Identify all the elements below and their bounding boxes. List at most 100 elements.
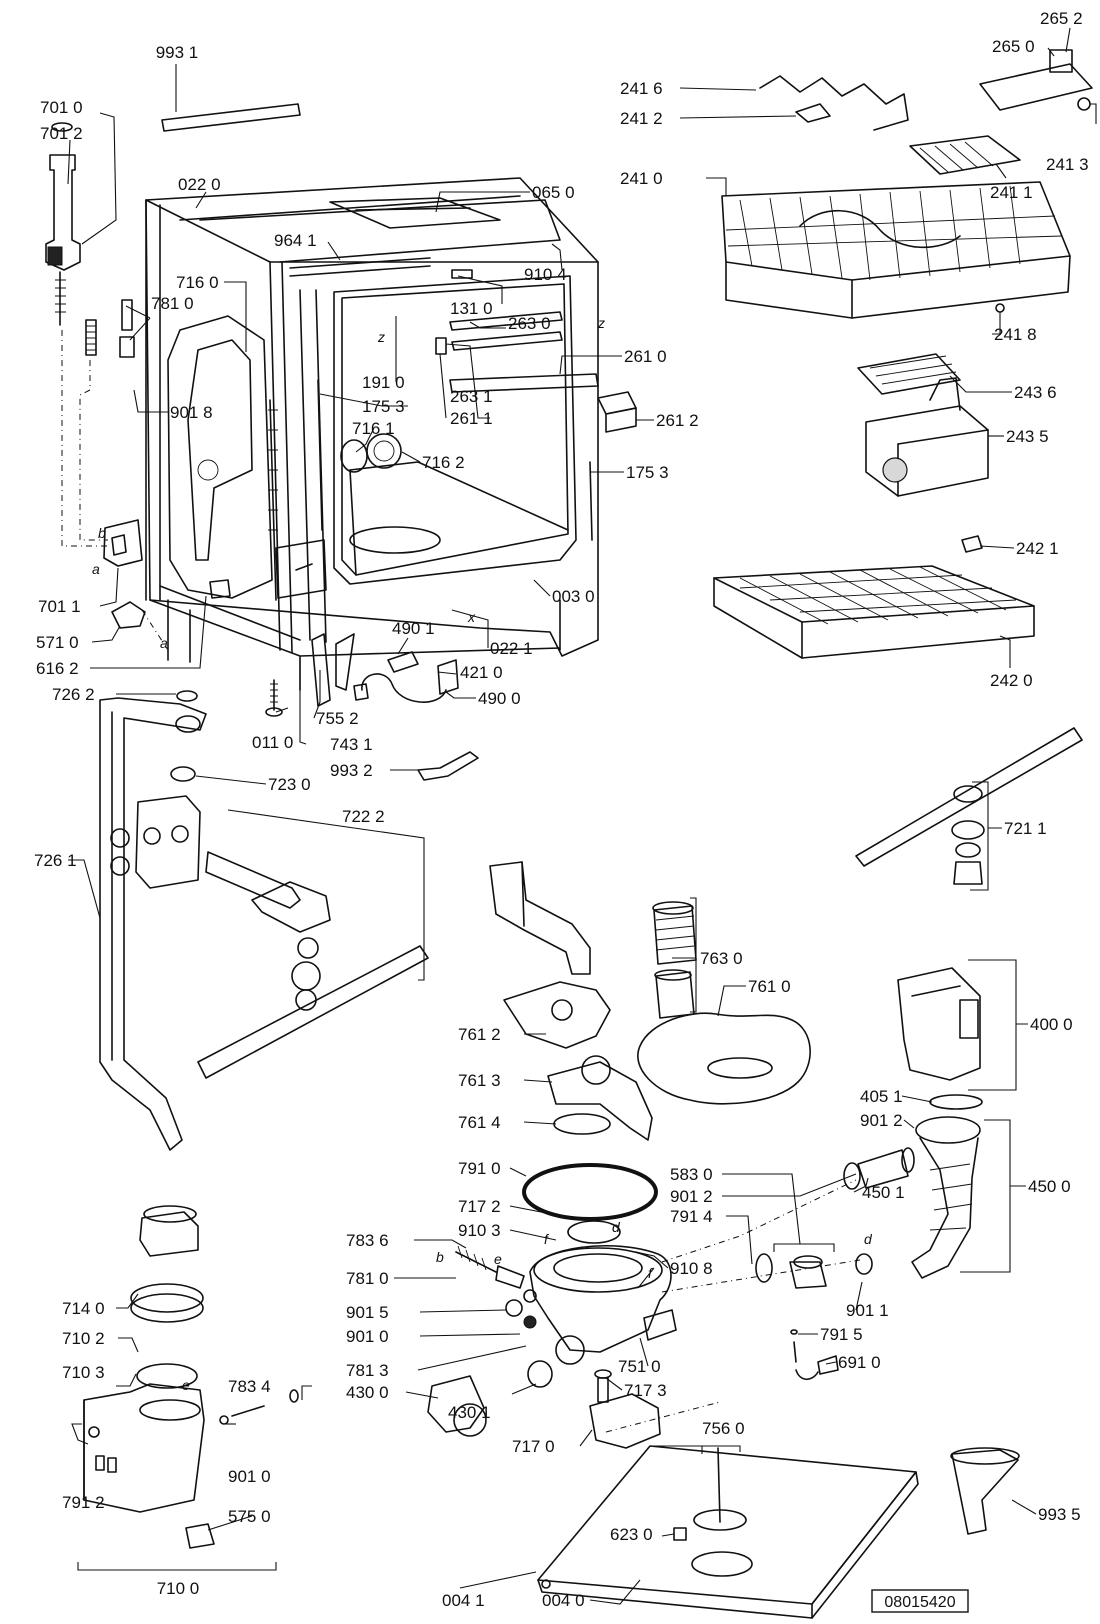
callout-022-0: 022 0 xyxy=(178,175,221,194)
callout-901-2-mid: 901 2 xyxy=(670,1187,713,1206)
connector-letter-a: a xyxy=(92,561,100,577)
callout-717-2: 717 2 xyxy=(458,1197,501,1216)
document-id-number: 08015420 xyxy=(884,1594,955,1611)
callout-910-3: 910 3 xyxy=(458,1221,501,1240)
callout-241-2: 241 2 xyxy=(620,109,663,128)
callout-490-1: 490 1 xyxy=(392,619,435,638)
callout-241-0: 241 0 xyxy=(620,169,663,188)
callout-241-6: 241 6 xyxy=(620,79,663,98)
connector-letter-a: a xyxy=(160,635,168,651)
callout-623-0: 623 0 xyxy=(610,1525,653,1544)
callout-710-3: 710 3 xyxy=(62,1363,105,1382)
callout-710-0: 710 0 xyxy=(157,1579,200,1598)
callout-004-0: 004 0 xyxy=(542,1591,585,1610)
callout-756-0: 756 0 xyxy=(702,1419,745,1438)
callout-783-6: 783 6 xyxy=(346,1231,389,1250)
callout-004-1: 004 1 xyxy=(442,1591,485,1610)
callout-022-1: 022 1 xyxy=(490,639,533,658)
connector-letter-b: b xyxy=(436,1249,444,1265)
callout-243-5: 243 5 xyxy=(1006,427,1049,446)
callout-003-0: 003 0 xyxy=(552,587,595,606)
callout-721-1: 721 1 xyxy=(1004,819,1047,838)
callout-761-0: 761 0 xyxy=(748,977,791,996)
connector-letter-d: d xyxy=(612,1219,621,1235)
lower-basket xyxy=(713,565,1035,659)
connector-letter-z: z xyxy=(597,315,605,331)
callout-901-2-right: 901 2 xyxy=(860,1111,903,1130)
callout-722-2: 722 2 xyxy=(342,807,385,826)
callout-910-4: 910 4 xyxy=(524,265,567,284)
connector-letter-f: f xyxy=(648,1265,654,1281)
callout-131-0: 131 0 xyxy=(450,299,493,318)
callout-263-1: 263 1 xyxy=(450,387,493,406)
callout-241-1: 241 1 xyxy=(990,183,1033,202)
callout-791-5: 791 5 xyxy=(820,1325,863,1344)
callout-726-2: 726 2 xyxy=(52,685,95,704)
callout-763-0: 763 0 xyxy=(700,949,743,968)
callout-701-0: 701 0 xyxy=(40,98,83,117)
callout-243-6: 243 6 xyxy=(1014,383,1057,402)
callout-710-2: 710 2 xyxy=(62,1329,105,1348)
callout-743-1: 743 1 xyxy=(330,735,373,754)
callout-781-0-top: 781 0 xyxy=(151,294,194,313)
callout-901-1: 901 1 xyxy=(846,1301,889,1320)
callout-701-2: 701 2 xyxy=(40,124,83,143)
tub-cabinet xyxy=(145,177,637,691)
callout-405-1: 405 1 xyxy=(860,1087,903,1106)
callout-175-3-right: 175 3 xyxy=(626,463,669,482)
callout-241-8: 241 8 xyxy=(994,325,1037,344)
document-id: 08015420 xyxy=(871,1589,969,1613)
callout-575-0: 575 0 xyxy=(228,1507,271,1526)
callout-761-3: 761 3 xyxy=(458,1071,501,1090)
upper-basket xyxy=(721,181,1071,319)
callout-993-1: 993 1 xyxy=(156,43,199,62)
callout-723-0: 723 0 xyxy=(268,775,311,794)
callout-571-0: 571 0 xyxy=(36,633,79,652)
callout-761-2: 761 2 xyxy=(458,1025,501,1044)
callout-430-1: 430 1 xyxy=(448,1403,491,1422)
connector-letter-e: e xyxy=(494,1251,502,1267)
callout-065-0: 065 0 xyxy=(532,183,575,202)
callout-781-3: 781 3 xyxy=(346,1361,389,1380)
callout-716-0: 716 0 xyxy=(176,273,219,292)
callout-450-1: 450 1 xyxy=(862,1183,905,1202)
callout-791-4: 791 4 xyxy=(670,1207,713,1226)
callout-450-0: 450 0 xyxy=(1028,1177,1071,1196)
callout-261-1: 261 1 xyxy=(450,409,493,428)
callout-261-0: 261 0 xyxy=(624,347,667,366)
callout-783-4: 783 4 xyxy=(228,1377,271,1396)
connector-letters: b a a z z x d d e e f f b xyxy=(92,315,873,1393)
callout-263-0: 263 0 xyxy=(508,314,551,333)
callout-011-0: 011 0 xyxy=(252,733,293,752)
callout-717-0: 717 0 xyxy=(512,1437,555,1456)
callout-761-4: 761 4 xyxy=(458,1113,501,1132)
callout-993-2: 993 2 xyxy=(330,761,373,780)
callout-490-0: 490 0 xyxy=(478,689,521,708)
callout-910-8: 910 8 xyxy=(670,1259,713,1278)
parts-drawing xyxy=(45,49,1093,1619)
callout-191-0: 191 0 xyxy=(362,373,405,392)
connector-letter-b: b xyxy=(98,525,106,541)
callout-241-3: 241 3 xyxy=(1046,155,1089,174)
callout-901-5: 901 5 xyxy=(346,1303,389,1322)
callout-labels: 993 1 701 0 701 2 022 0 065 0 964 1 716 … xyxy=(34,9,1089,1610)
connector-letter-d: d xyxy=(864,1231,873,1247)
callout-616-2: 616 2 xyxy=(36,659,79,678)
connector-letter-z: z xyxy=(377,329,385,345)
callout-791-0: 791 0 xyxy=(458,1159,501,1178)
callout-242-0: 242 0 xyxy=(990,671,1033,690)
callout-583-0: 583 0 xyxy=(670,1165,713,1184)
callout-242-1: 242 1 xyxy=(1016,539,1059,558)
callout-261-2: 261 2 xyxy=(656,411,699,430)
callout-716-1: 716 1 xyxy=(352,419,395,438)
callout-755-2: 755 2 xyxy=(316,709,359,728)
callout-781-0-low: 781 0 xyxy=(346,1269,389,1288)
callout-901-0-sump: 901 0 xyxy=(346,1327,389,1346)
callout-421-0: 421 0 xyxy=(460,663,503,682)
callout-964-1: 964 1 xyxy=(274,231,317,250)
connector-letter-f: f xyxy=(544,1231,550,1247)
callout-701-1: 701 1 xyxy=(38,597,81,616)
callout-175-3-left: 175 3 xyxy=(362,397,405,416)
callout-400-0: 400 0 xyxy=(1030,1015,1073,1034)
